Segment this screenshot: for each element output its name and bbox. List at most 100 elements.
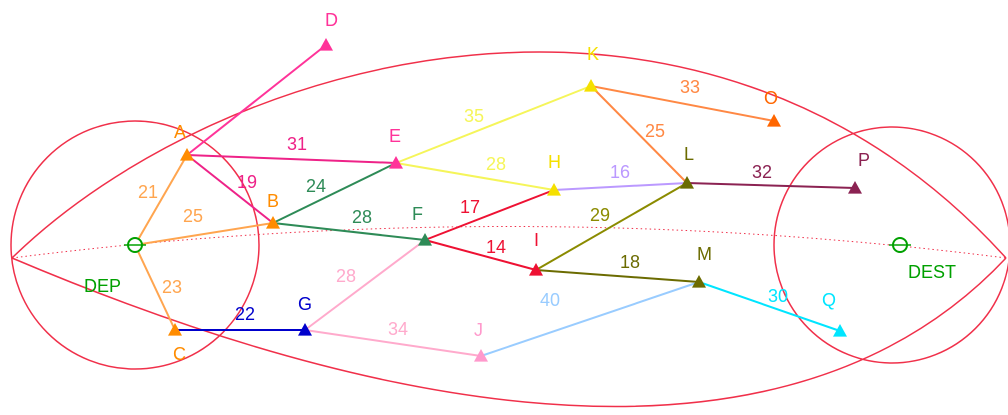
lower-boundary-curve: [11, 257, 1007, 408]
edge-l-p: [686, 182, 856, 189]
node-d-label: D: [325, 10, 338, 30]
node-q-label: Q: [822, 290, 836, 310]
dotted-axis-curve: [11, 226, 1007, 259]
edge-weight-f-g: 28: [336, 266, 356, 286]
node-e-marker: [389, 156, 403, 169]
edge-k-l: [590, 85, 688, 184]
node-dest[interactable]: DEST: [889, 237, 956, 282]
node-p[interactable]: P: [848, 150, 870, 194]
edge-weight-e-k: 35: [464, 106, 484, 126]
node-d-marker: [319, 38, 333, 51]
node-o[interactable]: O: [764, 88, 781, 127]
node-g-marker: [298, 323, 312, 336]
node-k-marker: [584, 79, 598, 92]
node-m[interactable]: M: [692, 244, 712, 288]
node-dest-label: DEST: [908, 262, 956, 282]
destination-region-circle: [773, 126, 1008, 364]
node-i[interactable]: I: [529, 230, 543, 276]
node-a[interactable]: A: [174, 122, 194, 161]
edge-weight-l-p: 32: [752, 162, 772, 182]
edge-weight-k-o: 33: [680, 77, 700, 97]
edge-g-j: [304, 329, 482, 357]
edge-weight-k-l: 25: [645, 121, 665, 141]
node-p-marker: [848, 181, 862, 194]
edges-layer: 21 25 23 31 19 24 28 22 35 28 17 14 28 34 16 33 25 29 18 32…: [134, 44, 856, 357]
edge-f-g: [304, 239, 426, 331]
node-o-marker: [767, 114, 781, 127]
edge-weight-e-h: 28: [486, 154, 506, 174]
node-b-label: B: [267, 191, 279, 211]
node-h-marker: [547, 183, 561, 196]
node-c[interactable]: C: [168, 323, 186, 364]
node-d[interactable]: D: [319, 10, 338, 51]
node-q[interactable]: Q: [822, 290, 847, 337]
edge-weight-a-b: 19: [237, 172, 257, 192]
node-p-label: P: [858, 150, 870, 170]
edge-i-l: [535, 182, 688, 271]
edge-weight-dep-c: 23: [162, 277, 182, 297]
node-a-marker: [180, 148, 194, 161]
node-l-marker: [680, 176, 694, 189]
edge-dep-a: [134, 154, 188, 246]
node-o-label: O: [764, 88, 778, 108]
edge-weight-f-h: 17: [460, 197, 480, 217]
edge-weight-m-q: 30: [768, 286, 788, 306]
edge-f-h: [424, 189, 555, 241]
node-f-marker: [418, 233, 432, 246]
edge-b-f: [272, 222, 426, 241]
node-l[interactable]: L: [680, 144, 694, 189]
edge-e-k: [395, 85, 592, 164]
edge-weight-h-l: 16: [610, 162, 630, 182]
node-a-label: A: [174, 122, 186, 142]
node-c-label: C: [173, 344, 186, 364]
node-m-marker: [692, 275, 706, 288]
edge-m-q: [698, 281, 841, 332]
edge-weight-dep-a: 21: [138, 182, 158, 202]
node-q-marker: [833, 324, 847, 337]
edge-weight-f-i: 14: [486, 237, 506, 257]
edge-b-e: [272, 162, 397, 224]
edge-weight-g-j: 34: [388, 319, 408, 339]
node-j-label: J: [474, 320, 483, 340]
edge-weight-dep-b: 25: [183, 206, 203, 226]
edge-weight-c-g: 22: [235, 304, 255, 324]
node-g-label: G: [298, 294, 312, 314]
node-h[interactable]: H: [547, 152, 561, 196]
node-e-label: E: [389, 126, 401, 146]
node-b[interactable]: B: [266, 191, 280, 229]
edge-i-m: [535, 269, 700, 283]
node-j-marker: [474, 349, 488, 362]
edge-dep-c: [134, 244, 176, 331]
edge-dep-b: [134, 222, 274, 246]
edge-weight-i-l: 29: [590, 205, 610, 225]
node-f-label: F: [412, 204, 423, 224]
node-e[interactable]: E: [389, 126, 403, 169]
node-i-label: I: [534, 230, 539, 250]
edge-weight-j-m: 40: [540, 290, 560, 310]
node-f[interactable]: F: [412, 204, 432, 246]
node-k[interactable]: K: [584, 44, 599, 92]
node-i-marker: [529, 263, 543, 276]
boundary-layer: [10, 51, 1008, 408]
edge-e-h: [395, 162, 555, 191]
node-g[interactable]: G: [298, 294, 312, 336]
node-dep[interactable]: DEP: [84, 237, 146, 296]
node-h-label: H: [548, 152, 561, 172]
edge-weight-a-e: 31: [287, 134, 307, 154]
edge-f-i: [424, 239, 537, 271]
upper-boundary-curve: [11, 51, 1007, 259]
edge-a-e: [186, 154, 397, 164]
departure-region-circle: [10, 120, 260, 370]
node-k-label: K: [587, 44, 599, 64]
edge-k-o: [590, 85, 775, 122]
edge-a-b: [186, 154, 274, 224]
node-b-marker: [266, 216, 280, 229]
edge-a-d: [186, 44, 327, 156]
node-j[interactable]: J: [474, 320, 488, 362]
node-dep-label: DEP: [84, 276, 121, 296]
edge-weight-b-f: 28: [352, 207, 372, 227]
edge-j-m: [480, 281, 700, 357]
edge-weight-b-e: 24: [306, 176, 326, 196]
edge-weight-i-m: 18: [620, 252, 640, 272]
